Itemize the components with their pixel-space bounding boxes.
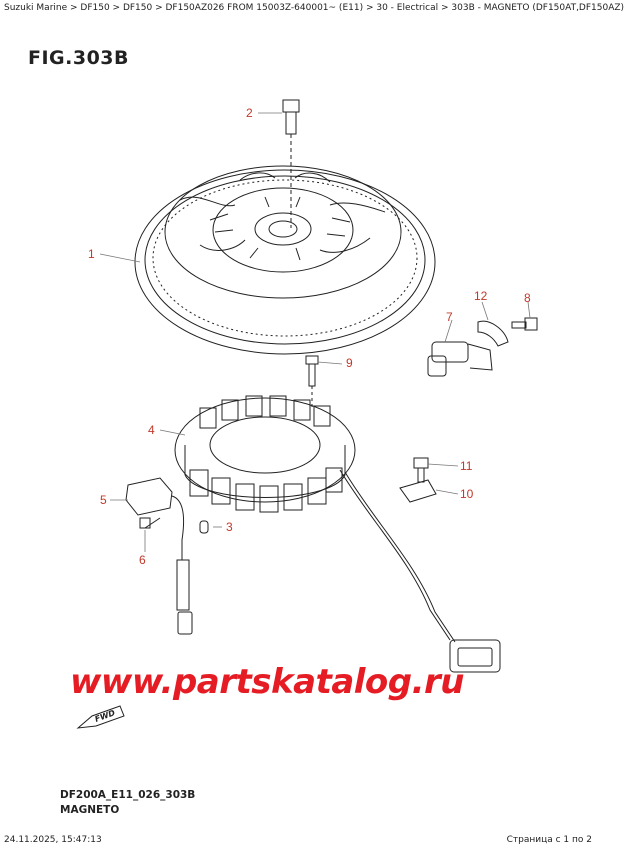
- footer-timestamp: 24.11.2025, 15:47:13: [4, 835, 102, 845]
- clamp-bolt-part[interactable]: [413, 457, 429, 483]
- fwd-arrow-icon: [76, 705, 125, 729]
- figure-caption: MAGNETO: [60, 804, 120, 816]
- callout-12[interactable]: 12: [474, 289, 488, 303]
- clamp-part[interactable]: [477, 320, 509, 347]
- callout-4[interactable]: 4: [148, 423, 155, 437]
- wire-clamp-part[interactable]: [399, 479, 437, 503]
- callout-11[interactable]: 11: [460, 459, 473, 473]
- callout-2[interactable]: 2: [246, 106, 253, 120]
- callout-10[interactable]: 10: [460, 487, 474, 501]
- footer-page: Страница с 1 по 2: [506, 835, 592, 845]
- callout-6[interactable]: 6: [139, 553, 146, 567]
- connector-part[interactable]: [449, 639, 501, 673]
- callout-3[interactable]: 3: [226, 520, 233, 534]
- flywheel-part[interactable]: [134, 165, 436, 355]
- callout-5[interactable]: 5: [100, 493, 107, 507]
- magneto-diagram: FWD: [76, 99, 538, 729]
- stator-part[interactable]: [174, 395, 356, 513]
- pulser-screw-part[interactable]: [139, 517, 161, 529]
- sensor-bolt-part[interactable]: [511, 317, 538, 331]
- flywheel-bolt-part[interactable]: [282, 99, 300, 228]
- stator-screw-part[interactable]: [305, 355, 319, 410]
- watermark: www.partskatalog.ru: [70, 662, 465, 702]
- callout-8[interactable]: 8: [524, 291, 531, 305]
- pulser-coil-part[interactable]: [125, 477, 193, 635]
- breadcrumb: Suzuki Marine > DF150 > DF150 > DF150AZ0…: [4, 3, 624, 13]
- figure-title: FIG.303B: [28, 47, 130, 69]
- figure-code: DF200A_E11_026_303B: [60, 789, 196, 801]
- callout-9[interactable]: 9: [346, 356, 353, 370]
- sensor-part[interactable]: [427, 341, 493, 377]
- wire-harness: [339, 469, 451, 641]
- callout-7[interactable]: 7: [446, 310, 453, 324]
- pin-part[interactable]: [199, 520, 209, 534]
- callout-1[interactable]: 1: [88, 247, 95, 261]
